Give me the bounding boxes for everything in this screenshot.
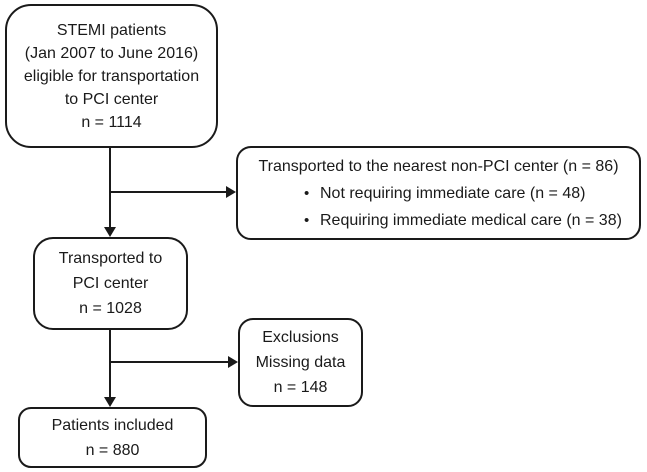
box-text-line: STEMI patients: [56, 21, 167, 39]
box-text-line: Patients included: [51, 416, 174, 434]
box-text-line: n = 1114: [81, 113, 142, 131]
connector-branch-to-non-pci: [109, 191, 227, 193]
box-text-line: n = 880: [85, 441, 140, 459]
flow-box-exclusions: Exclusions Missing data n = 148: [238, 318, 363, 407]
flow-box-stemi-patients: STEMI patients (Jan 2007 to June 2016) e…: [5, 4, 218, 148]
bullet-text: Not requiring immediate care (n = 48): [320, 184, 586, 202]
bullet-item: • Requiring immediate medical care (n = …: [304, 207, 631, 234]
bullet-item: • Not requiring immediate care (n = 48): [304, 180, 631, 207]
flow-box-transported-to-pci: Transported to PCI center n = 1028: [33, 237, 188, 330]
connector-vertical-pci-to-included: [109, 330, 111, 399]
box-text-line: Exclusions: [262, 329, 339, 346]
bullet-icon: •: [304, 184, 310, 202]
arrowhead-down-icon: [104, 397, 116, 407]
connector-branch-to-exclusions: [109, 361, 229, 363]
connector-vertical-stemi-to-pci: [109, 148, 111, 229]
box-text-line: n = 1028: [79, 300, 142, 317]
box-text-line: eligible for transportation: [23, 67, 200, 85]
flow-box-non-pci-center: Transported to the nearest non-PCI cente…: [236, 146, 641, 240]
bullet-text: Requiring immediate medical care (n = 38…: [320, 211, 622, 229]
box-text-line: PCI center: [72, 275, 149, 292]
box-text-line: n = 148: [273, 379, 328, 396]
box-text-line: Transported to: [58, 250, 163, 267]
box-text-line: to PCI center: [64, 90, 159, 108]
box-title: Transported to the nearest non-PCI cente…: [258, 157, 619, 175]
arrowhead-right-icon: [228, 356, 238, 368]
arrowhead-right-icon: [226, 186, 236, 198]
box-text-line: (Jan 2007 to June 2016): [24, 44, 199, 62]
arrowhead-down-icon: [104, 227, 116, 237]
box-text-line: Missing data: [255, 354, 346, 371]
flow-box-patients-included: Patients included n = 880: [18, 407, 207, 468]
bullet-icon: •: [304, 211, 310, 229]
